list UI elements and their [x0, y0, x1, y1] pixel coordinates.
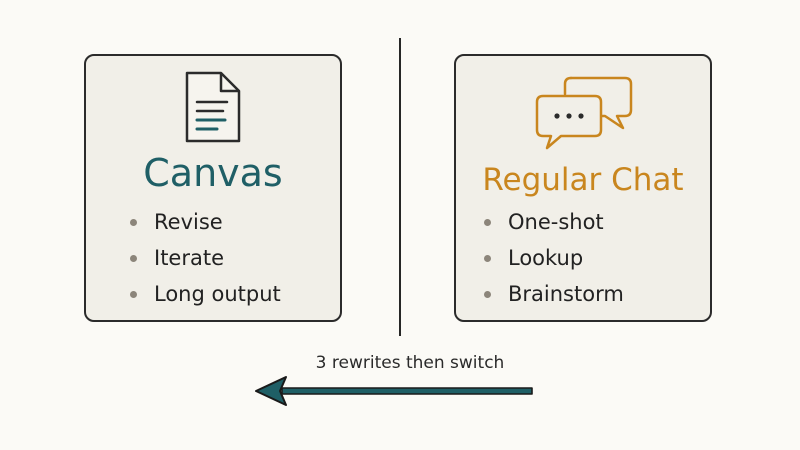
bullet-label: One-shot: [508, 210, 604, 234]
regular-chat-bullet-list: One-shot Lookup Brainstorm: [484, 206, 624, 314]
canvas-bullet-list: Revise Iterate Long output: [130, 206, 281, 314]
regular-chat-card: Regular Chat One-shot Lookup Brainstorm: [454, 54, 712, 322]
bullet-label: Brainstorm: [508, 282, 624, 306]
canvas-bullet: Long output: [130, 278, 281, 314]
bullet-dot-icon: [484, 255, 491, 262]
regular-chat-bullet: Lookup: [484, 242, 624, 278]
bullet-dot-icon: [484, 291, 491, 298]
canvas-card: Canvas Revise Iterate Long output: [84, 54, 342, 322]
document-icon: [185, 71, 241, 143]
bullet-dot-icon: [130, 291, 137, 298]
bullet-label: Iterate: [154, 246, 225, 270]
canvas-title: Canvas: [143, 151, 283, 195]
regular-chat-bullet: Brainstorm: [484, 278, 624, 314]
left-arrow-icon: [255, 376, 533, 406]
bullet-label: Long output: [154, 282, 281, 306]
canvas-bullet: Revise: [130, 206, 281, 242]
bullet-dot-icon: [484, 219, 491, 226]
chat-bubbles-icon: [535, 76, 633, 150]
bullet-dot-icon: [130, 255, 137, 262]
regular-chat-bullet: One-shot: [484, 206, 624, 242]
canvas-bullet: Iterate: [130, 242, 281, 278]
regular-chat-title: Regular Chat: [482, 162, 684, 198]
bullet-label: Lookup: [508, 246, 584, 270]
center-divider: [399, 38, 401, 336]
transition-label: 3 rewrites then switch: [315, 353, 505, 373]
bullet-label: Revise: [154, 210, 223, 234]
bullet-dot-icon: [130, 219, 137, 226]
